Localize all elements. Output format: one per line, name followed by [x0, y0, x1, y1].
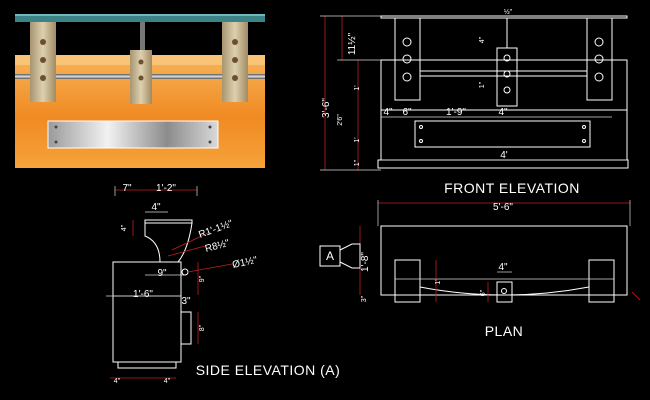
plan-post-right [588, 259, 615, 303]
se-dim-cap-width: 4" [151, 202, 161, 213]
fe-plaque [414, 120, 591, 148]
plan-dim-pipe-height: 6" [480, 289, 487, 296]
se-dim-base-height: 8" [199, 324, 206, 331]
fe-dim-v4: 1" [479, 81, 486, 88]
fe-dim-left-offset: 4" [383, 107, 393, 118]
plan-dim-overall: 5'-6" [493, 202, 513, 213]
fe-dim-right-post: 4" [498, 107, 508, 118]
se-glass-top [144, 219, 193, 224]
plan-dim-post-depth: 1' [435, 279, 442, 284]
se-base-post [180, 311, 192, 345]
plan-section-marker [319, 245, 341, 267]
se-dim-foot-left: 4" [114, 378, 121, 385]
se-dim-base-width: 1'-6" [133, 289, 153, 300]
render-plaque [47, 120, 219, 149]
fe-dim-v1: 1' [354, 85, 361, 90]
se-title: SIDE ELEVATION (A) [196, 362, 341, 378]
front-elevation: 3'-6" 11½" 2'6" 1' 1' 1" 4" 1" ½" 4" 6" … [320, 8, 629, 196]
fe-dim-pipe-gap: 4" [479, 36, 486, 43]
fe-title: FRONT ELEVATION [444, 180, 580, 196]
plan-title: PLAN [485, 323, 524, 339]
se-foot [117, 361, 177, 369]
fe-dim-v3: 1" [354, 159, 361, 166]
se-dim-base-offset: 3" [181, 296, 191, 307]
se-pipe-section [181, 268, 189, 276]
render-center-rod [140, 22, 145, 62]
fe-dim-v2: 1' [354, 137, 361, 142]
plan-section-tag: A [326, 249, 334, 263]
fe-dim-top-height: 11½" [347, 32, 358, 55]
se-dim-offset-9: 9" [157, 268, 167, 279]
se-dim-top-width: 1'-2" [156, 183, 176, 194]
plan-view: 5'-6" 1'-8" 3" 1' 6" 4" A PLAN [319, 200, 641, 339]
se-dim-vert-9: 9" [199, 275, 206, 282]
fe-dim-small-top: ½" [504, 8, 513, 16]
plan-dim-pipe-width: 4" [498, 262, 508, 273]
render-glass-top [15, 14, 265, 22]
fe-dim-total-height: 3'-6" [321, 98, 332, 118]
se-support-outer [177, 222, 193, 263]
se-dim-foot-right: 4" [164, 378, 171, 385]
se-base-box [112, 261, 182, 363]
fe-base-upper [380, 59, 628, 111]
fe-plinth [377, 159, 629, 169]
fe-dim-post-width: 6" [402, 107, 412, 118]
fe-dim-base-width: 4' [500, 150, 508, 161]
plan-dim-depth: 1'-8" [360, 252, 371, 272]
se-dim-top-offset: 7" [122, 183, 132, 194]
fe-post-right [586, 17, 613, 101]
side-elevation: 7" 1'-2" 4" 4" R1'-1½" R8½" Ø1½" 9" 9" 1… [106, 183, 340, 385]
fe-dim-mid-height: 2'6" [337, 114, 344, 126]
fe-top-plate [380, 15, 628, 19]
se-dim-radius-inner: R8½" [204, 238, 231, 255]
se-dim-cap-height: 4" [121, 224, 128, 231]
se-dim-radius-outer: R1'-1½" [197, 218, 235, 241]
plan-post-left [394, 259, 421, 303]
se-support-inner [144, 223, 161, 263]
fe-dim-inner-span: 1'-9" [446, 107, 466, 118]
plan-arc [419, 286, 590, 296]
render-preview [15, 14, 265, 168]
se-dim-pipe-dia: Ø1½" [231, 255, 258, 271]
plan-post-center [496, 281, 513, 303]
plan-dim-bottom-offset: 3" [361, 295, 368, 302]
fe-post-left [394, 17, 421, 101]
